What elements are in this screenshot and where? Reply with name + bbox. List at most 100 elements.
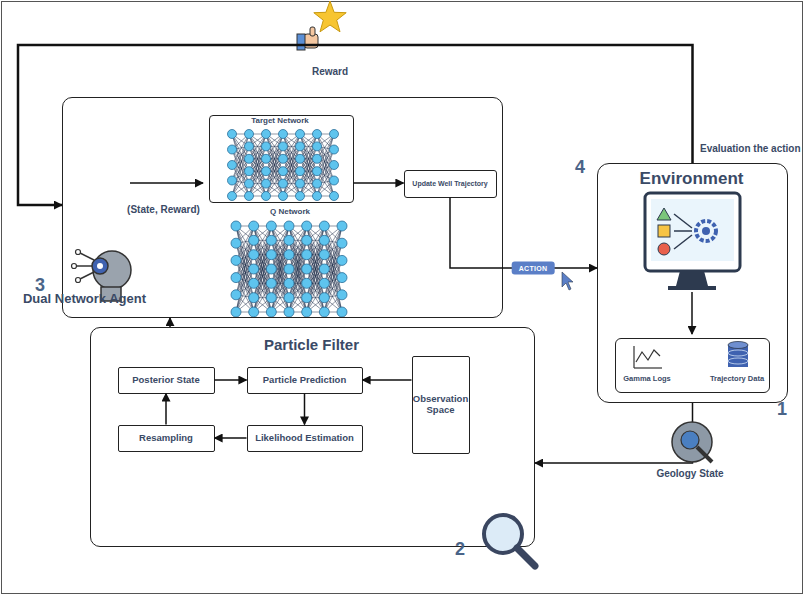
network-link xyxy=(307,255,325,298)
network-link xyxy=(324,226,342,243)
network-link xyxy=(236,255,254,261)
network-link xyxy=(289,226,307,283)
network-link xyxy=(307,255,325,269)
geology-icon xyxy=(672,422,712,462)
network-link xyxy=(324,226,342,269)
network-link xyxy=(317,150,334,172)
network-link xyxy=(249,134,266,159)
network-link xyxy=(324,260,342,297)
network-link xyxy=(307,283,325,284)
filter-box: Particle FilterPosterior StateParticle P… xyxy=(90,327,535,547)
network-link xyxy=(271,255,289,298)
network-link xyxy=(300,134,317,159)
network-link xyxy=(324,243,342,312)
node-text: Update Well Trajectory xyxy=(410,180,489,188)
network-link xyxy=(283,184,300,196)
network-link xyxy=(289,269,307,312)
network-link xyxy=(249,146,266,183)
network-neuron xyxy=(284,307,294,317)
network-link xyxy=(289,255,307,312)
network-link xyxy=(324,298,342,312)
network-link xyxy=(307,240,325,283)
network-link xyxy=(249,146,266,147)
network-link xyxy=(317,181,334,197)
network-link xyxy=(317,146,334,180)
environment-box: EnvironmentGamma LogsTrajectory Data xyxy=(597,163,788,403)
network-neuron xyxy=(231,221,241,231)
network-link xyxy=(249,134,266,146)
note-label: Evaluation the action xyxy=(700,143,804,154)
network-link xyxy=(254,269,272,312)
network-link xyxy=(324,226,342,227)
network-label: Q Network xyxy=(240,208,340,217)
network-link xyxy=(232,134,249,184)
network-neuron xyxy=(319,278,329,288)
network-link xyxy=(289,283,307,297)
network-link xyxy=(249,134,266,146)
network-link xyxy=(289,269,307,270)
network-link xyxy=(283,146,300,158)
network-link xyxy=(266,134,283,196)
network-link xyxy=(283,146,300,183)
network-link xyxy=(271,269,289,298)
network-link xyxy=(266,171,283,196)
network-link xyxy=(300,134,317,135)
network-link xyxy=(249,171,266,196)
network-link xyxy=(317,146,334,165)
network-link xyxy=(289,240,307,254)
network-link xyxy=(249,184,266,196)
network-link xyxy=(289,269,307,298)
network-link xyxy=(307,240,325,269)
network-link xyxy=(324,226,342,283)
network-link xyxy=(289,226,307,255)
monitor-stand xyxy=(676,271,708,286)
process-box: Update Well Trajectory xyxy=(404,170,497,198)
network-link xyxy=(283,134,300,159)
network-neuron xyxy=(245,192,254,201)
network-link xyxy=(307,226,325,269)
network-link xyxy=(307,255,325,312)
network-link xyxy=(271,240,289,283)
hand-shape xyxy=(304,34,318,48)
network-link xyxy=(271,226,289,240)
network-link xyxy=(307,283,325,312)
network-link xyxy=(249,171,266,183)
network-link xyxy=(324,269,342,295)
network-neuron xyxy=(337,255,347,265)
network-link xyxy=(283,159,300,184)
network-link xyxy=(300,196,317,197)
network-link xyxy=(324,312,342,313)
network-link xyxy=(289,298,307,312)
gear-hole xyxy=(97,263,103,269)
network-link xyxy=(266,159,283,171)
network-link xyxy=(271,240,289,312)
database-icon xyxy=(728,342,748,368)
network-link xyxy=(232,171,249,180)
head-shape xyxy=(93,251,131,289)
network-link xyxy=(271,240,289,254)
network-link xyxy=(249,134,266,196)
circuit-dot xyxy=(72,264,77,269)
network-neuron xyxy=(266,293,276,303)
network-link xyxy=(283,146,300,183)
network-link xyxy=(266,159,283,196)
network-link xyxy=(317,134,334,184)
network-neuron xyxy=(245,179,254,188)
network-link xyxy=(254,240,272,269)
network-link xyxy=(300,184,317,196)
network-link xyxy=(266,171,283,183)
flow-arrow xyxy=(304,394,306,425)
network-link xyxy=(236,278,254,312)
network-link xyxy=(289,240,307,283)
network-link xyxy=(317,134,334,165)
network-link xyxy=(232,159,249,165)
node-text: Particle Prediction xyxy=(261,375,348,385)
network-link xyxy=(271,240,289,297)
network-link xyxy=(232,150,249,184)
network-link xyxy=(271,226,289,255)
network-link xyxy=(254,269,272,283)
network-link xyxy=(283,134,300,196)
network-link xyxy=(307,269,325,283)
